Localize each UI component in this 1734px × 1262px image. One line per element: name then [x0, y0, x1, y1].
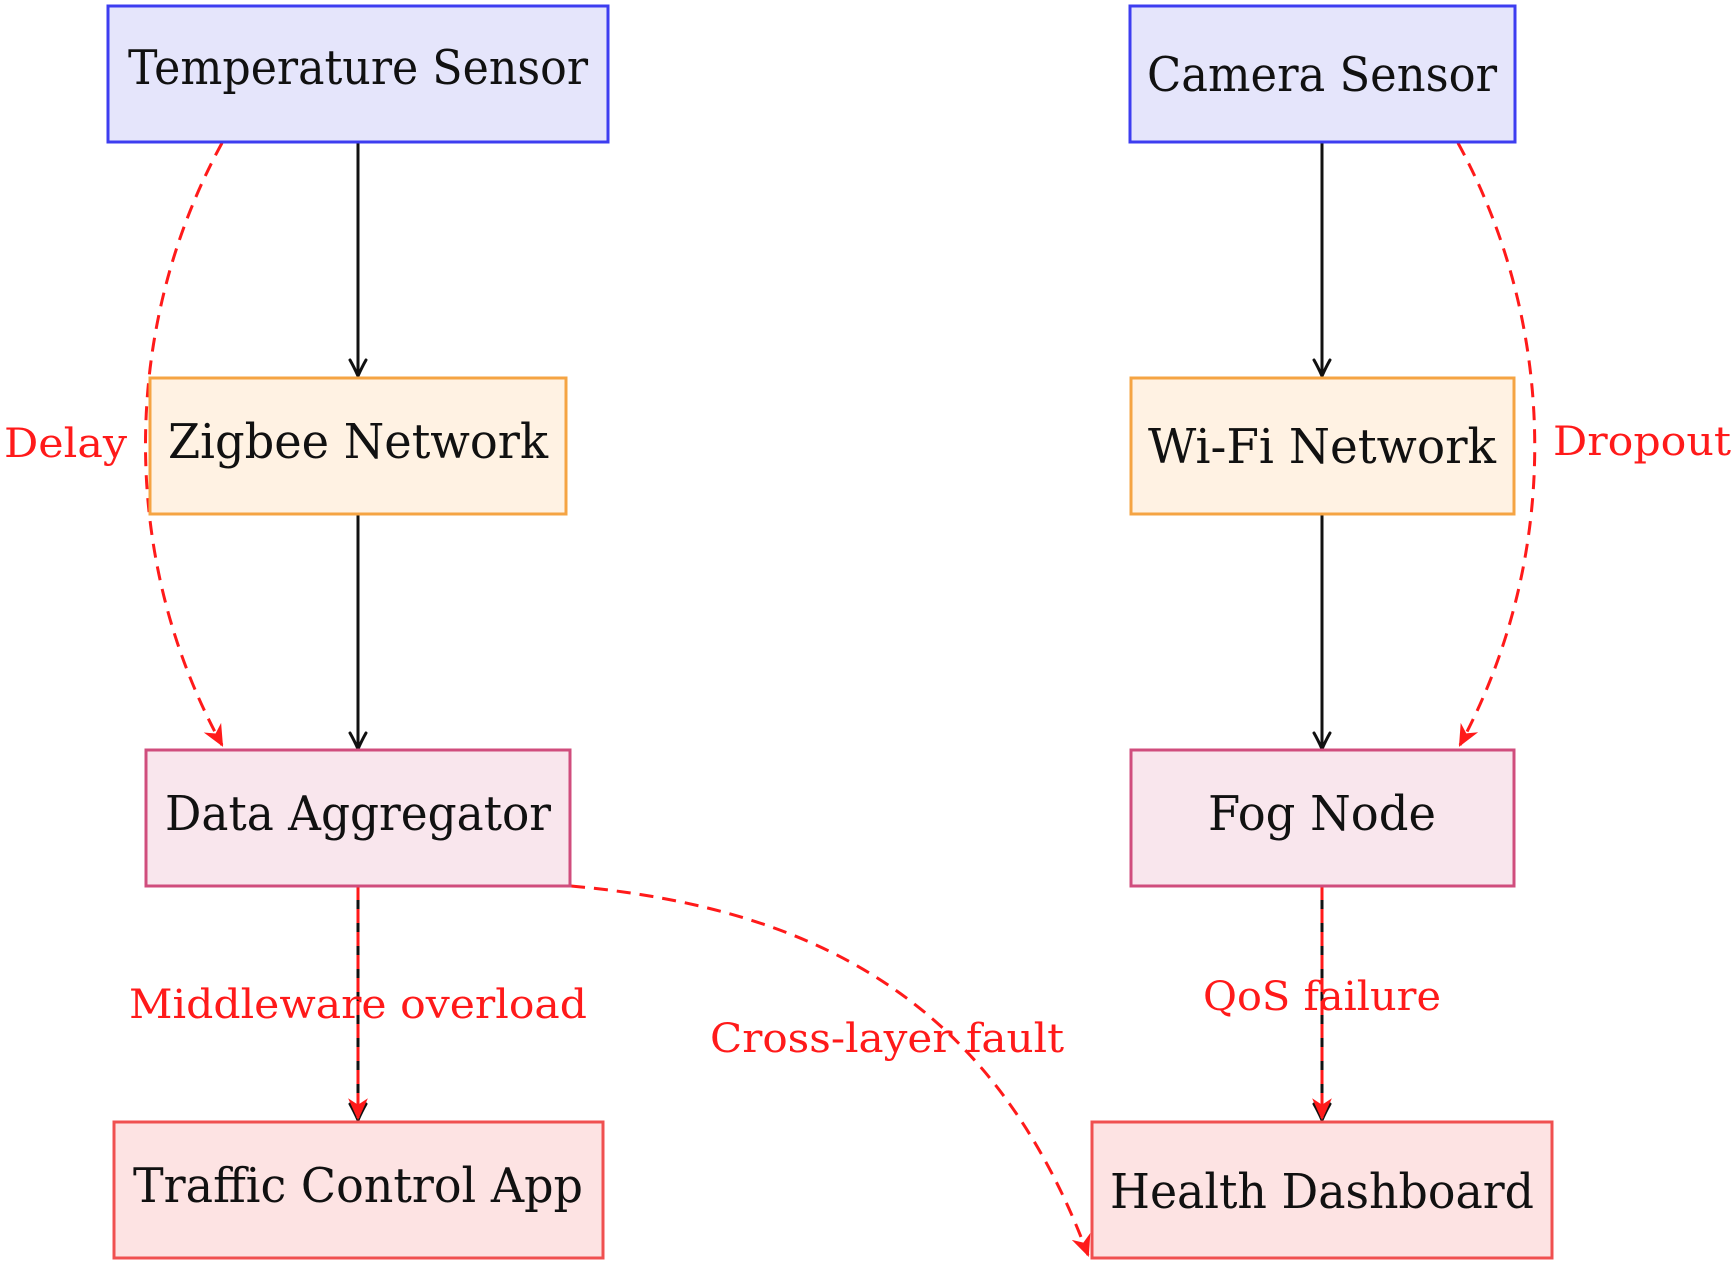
fault-label-middleware-overload: Middleware overload: [129, 982, 587, 1028]
node-data-aggregator: Data Aggregator: [144, 748, 572, 888]
node-data-aggregator-label: Data Aggregator: [165, 786, 551, 842]
node-zigbee-network-box: [148, 376, 568, 516]
node-wifi-network-label: Wi-Fi Network: [1148, 419, 1497, 475]
node-traffic-control-app-box: [112, 1120, 605, 1260]
fault-edge-dropout: [1456, 142, 1537, 747]
node-zigbee-network: Zigbee Network: [148, 376, 568, 516]
fault-label-delay: Delay: [4, 421, 127, 467]
node-traffic-control-app: Traffic Control App: [112, 1120, 605, 1260]
node-camera-sensor-box: [1128, 4, 1517, 144]
node-camera-sensor: Camera Sensor: [1128, 4, 1517, 144]
node-camera-sensor-label: Camera Sensor: [1147, 47, 1497, 103]
node-fog-node-box: [1129, 748, 1516, 888]
node-health-dashboard-box: [1090, 1120, 1554, 1260]
fault-edge-delay: [144, 142, 224, 747]
node-temperature-sensor: Temperature Sensor: [106, 4, 610, 144]
fault-label-dropout: Dropout: [1553, 419, 1731, 465]
node-health-dashboard: Health Dashboard: [1090, 1120, 1554, 1260]
node-traffic-control-app-label: Traffic Control App: [133, 1158, 583, 1214]
fault-label-qos-failure: QoS failure: [1203, 974, 1441, 1020]
node-temperature-sensor-box: [106, 4, 610, 144]
node-wifi-network: Wi-Fi Network: [1129, 376, 1516, 516]
node-health-dashboard-label: Health Dashboard: [1110, 1164, 1534, 1220]
node-temperature-sensor-label: Temperature Sensor: [128, 40, 588, 96]
node-data-aggregator-box: [144, 748, 572, 888]
fault-label-cross-layer: Cross-layer fault: [710, 1016, 1064, 1062]
node-wifi-network-box: [1129, 376, 1516, 516]
node-zigbee-network-label: Zigbee Network: [168, 414, 549, 470]
fault-edge-cross-layer: [570, 884, 1091, 1258]
node-fog-node-label: Fog Node: [1208, 786, 1436, 842]
node-fog-node: Fog Node: [1129, 748, 1516, 888]
